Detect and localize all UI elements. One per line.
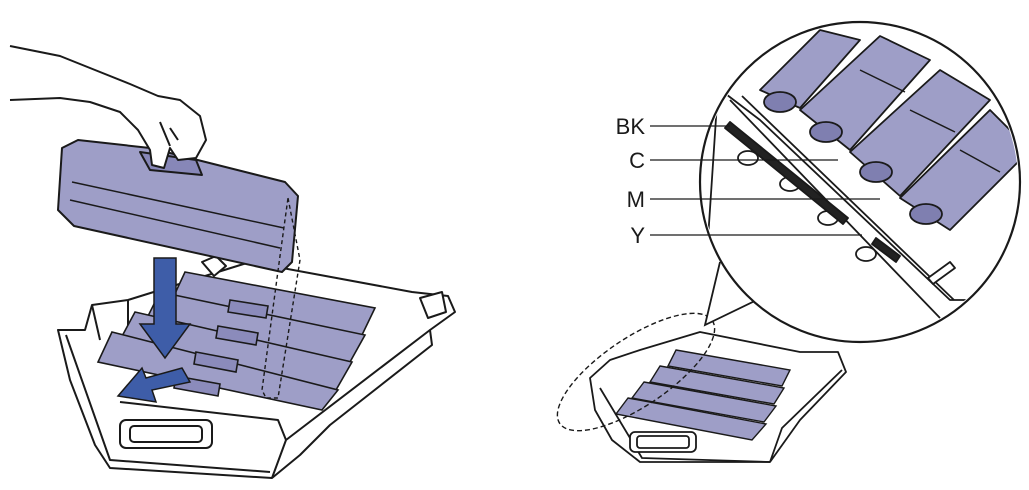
insertion-arrows	[116, 257, 192, 403]
down-arrow-icon	[138, 257, 192, 360]
hand-icon	[9, 45, 207, 169]
label-black: BK	[616, 114, 646, 139]
label-cyan: C	[629, 148, 645, 173]
color-strip-magenta	[871, 237, 901, 263]
label-yellow: Y	[630, 223, 645, 248]
slide-arrow-icon	[116, 366, 192, 403]
right-illustration: BK C M Y	[556, 20, 1022, 463]
left-illustration	[9, 45, 456, 479]
installed-toner-cartridges-small	[614, 349, 792, 441]
dashed-guide-outline	[261, 197, 301, 399]
magnified-view	[698, 20, 1022, 344]
leader-lines	[650, 125, 880, 236]
label-magenta: M	[627, 187, 645, 212]
